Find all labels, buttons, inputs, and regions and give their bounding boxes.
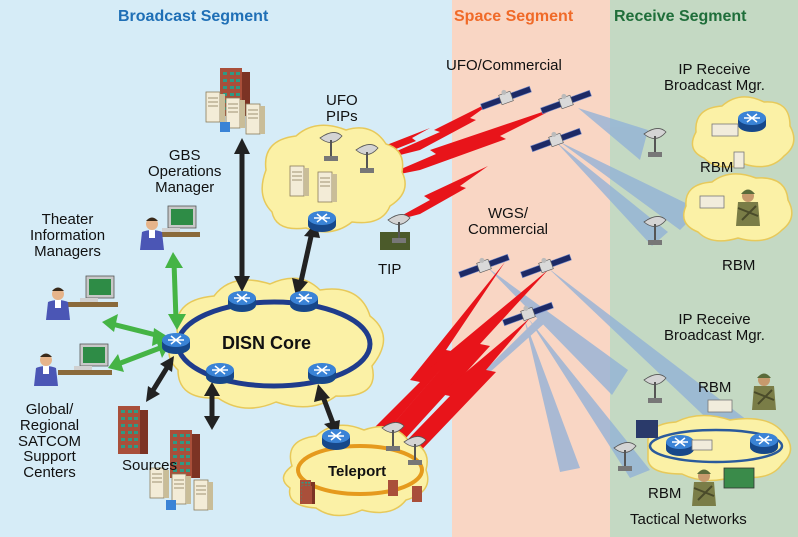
ufo-pips-line-1: UFO: [326, 92, 358, 109]
wgs-line-1: WGS/: [488, 205, 528, 222]
ip-receive-top-label: IP Receive Broadcast Mgr.: [664, 62, 765, 94]
tip-terminal-icon: [380, 213, 411, 250]
gbs-line-3: Manager: [155, 178, 215, 196]
gbs-operations-manager-label: GBS Operations Manager: [148, 148, 221, 195]
user-links: [102, 252, 186, 372]
trunk-links: [146, 138, 340, 436]
rbm-label-2: RBM: [722, 257, 756, 274]
gbs-line-1: GBS: [168, 147, 201, 164]
global-line-3: SATCOM: [18, 432, 82, 450]
disn-core-label: DISN Core: [222, 333, 312, 353]
theater-line-3: Managers: [34, 242, 101, 260]
uplink-beams: [340, 98, 560, 462]
theater-information-managers-label: Theater Information Managers: [30, 212, 105, 259]
receive-ring: [648, 428, 784, 464]
broadcast-segment-title: Broadcast Segment: [118, 8, 269, 25]
wgs-line-2: Commercial: [468, 220, 549, 238]
global-line-4: Support: [23, 448, 76, 466]
receive-cloud-top: [691, 96, 795, 168]
ip-receive-top-line-1: IP Receive: [678, 61, 751, 78]
ufo-pips-line-2: PIPs: [326, 107, 358, 125]
space-segment-title: Space Segment: [454, 8, 574, 25]
ip-receive-top-line-2: Broadcast Mgr.: [664, 76, 765, 94]
server-building-icon: [205, 68, 266, 135]
global-line-5: Centers: [23, 464, 76, 481]
rbm-label-4: RBM: [648, 485, 682, 502]
sources-building-icon: [118, 406, 214, 511]
tip-label: TIP: [378, 261, 402, 278]
gbs-line-2: Operations: [148, 162, 222, 180]
rbm-label-1: RBM: [700, 159, 734, 176]
teleport-ring: [296, 444, 424, 496]
global-regional-satcom-label: Global/ Regional SATCOM Support Centers: [18, 402, 81, 481]
sources-label: Sources: [122, 457, 178, 474]
theater-line-2: Information: [30, 226, 106, 244]
ip-receive-bot-label: IP Receive Broadcast Mgr.: [664, 312, 765, 344]
theater-line-1: Theater: [41, 211, 94, 228]
teleport-label: Teleport: [328, 463, 387, 480]
ufo-pips-label: UFO PIPs: [326, 93, 358, 125]
teleport-equipment: [300, 421, 427, 504]
tactical-networks-label: Tactical Networks: [630, 511, 747, 528]
ufo-commercial-label: UFO/Commercial: [446, 57, 562, 74]
receive-segment-title: Receive Segment: [614, 8, 747, 25]
wgs-commercial-label: WGS/ Commercial: [468, 206, 548, 238]
ip-receive-bot-line-1: IP Receive: [678, 311, 751, 328]
global-line-1: Global/: [25, 401, 74, 418]
global-line-2: Regional: [19, 416, 80, 434]
rbm-label-3: RBM: [698, 379, 732, 396]
receive-equipment: [613, 123, 777, 507]
downlink-beams: [414, 108, 760, 478]
ip-receive-bot-line-2: Broadcast Mgr.: [664, 326, 765, 344]
